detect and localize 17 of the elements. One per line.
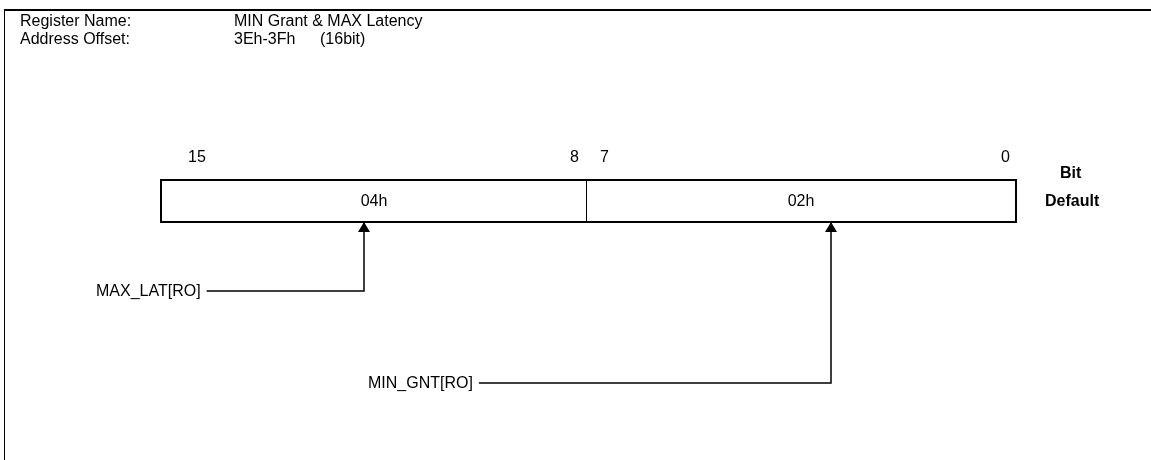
leader-arrow xyxy=(205,222,370,292)
leader-arrow xyxy=(478,222,837,384)
register-field: 02h xyxy=(587,179,1017,223)
row-heading: Bit xyxy=(1060,164,1082,182)
bit-width-note: (16bit) xyxy=(320,30,366,48)
address-offset-value: 3Eh-3Fh xyxy=(234,30,296,48)
header-label: Register Name: xyxy=(20,12,132,30)
register-field: 04h xyxy=(160,179,589,223)
bit-number: 8 xyxy=(570,148,579,166)
bit-number: 0 xyxy=(1001,148,1010,166)
register-name-value: MIN Grant & MAX Latency xyxy=(234,12,423,30)
field-name: MIN_GNT[RO] xyxy=(368,373,473,393)
bit-number: 15 xyxy=(188,148,206,166)
bit-number: 7 xyxy=(600,148,609,166)
field-name: MAX_LAT[RO] xyxy=(96,281,201,301)
header-label: Address Offset: xyxy=(20,30,130,48)
row-heading: Default xyxy=(1045,192,1100,210)
